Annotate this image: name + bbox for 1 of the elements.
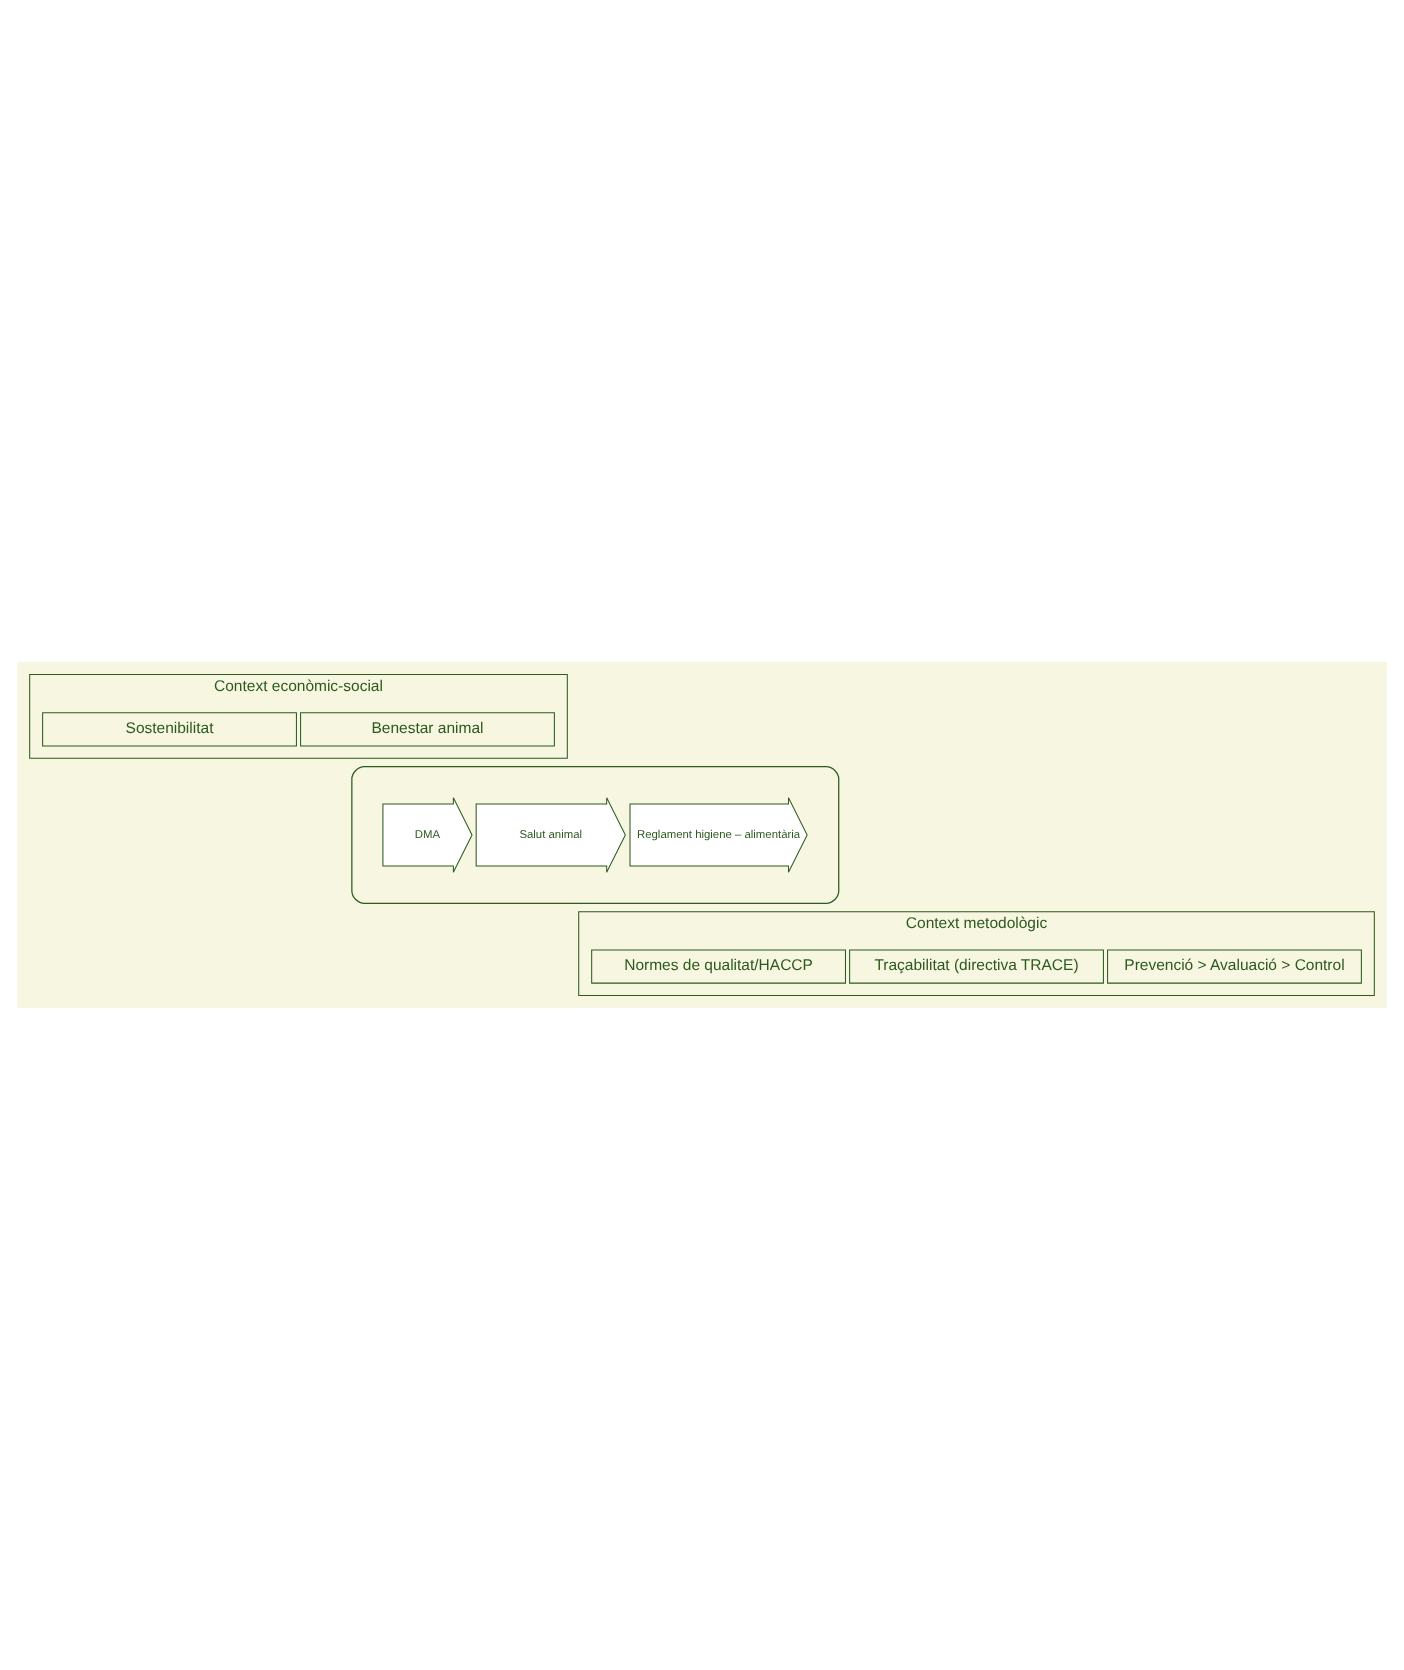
- cluster: [351, 766, 840, 904]
